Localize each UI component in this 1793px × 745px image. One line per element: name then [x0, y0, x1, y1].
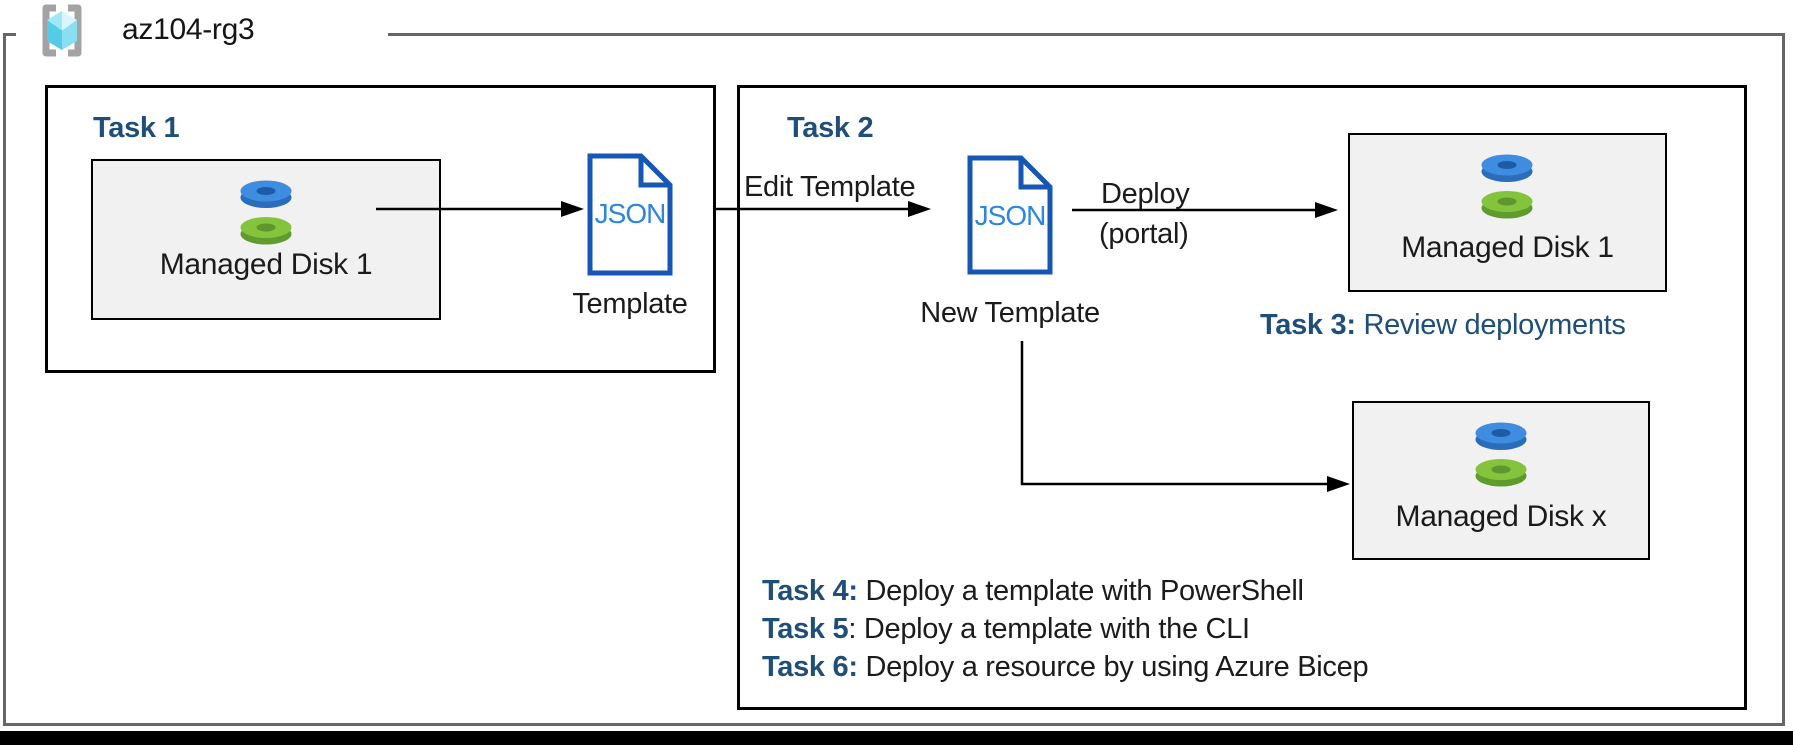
json-doc-label: JSON [594, 198, 667, 229]
task5-line: Task 5: Deploy a template with the CLI [762, 610, 1368, 648]
edit-template-label: Edit Template [744, 171, 916, 203]
json-document-icon: JSON [586, 152, 674, 277]
json-document-icon: JSON [966, 154, 1054, 276]
task-list: Task 4: Deploy a template with PowerShel… [762, 572, 1369, 686]
task5-text: : Deploy a template with the CLI [848, 613, 1250, 645]
managed-disk-icon [1481, 154, 1533, 219]
task4-text: Deploy a template with PowerShell [857, 575, 1304, 607]
managed-disk-icon [1475, 422, 1527, 487]
managed-disk-1-label: Managed Disk 1 [1401, 231, 1614, 264]
deploy-label: Deploy [1101, 178, 1190, 210]
task3-text: Review deployments [1355, 309, 1626, 341]
managed-disk-icon [240, 180, 292, 245]
json-doc-label: JSON [974, 200, 1047, 231]
task4-line: Task 4: Deploy a template with PowerShel… [762, 572, 1368, 610]
template-caption: Template [572, 288, 688, 320]
task2-title: Task 2 [787, 112, 874, 144]
new-template-caption: New Template [920, 297, 1100, 329]
task6-text: Deploy a resource by using Azure Bicep [857, 651, 1369, 683]
frame-label-gap [16, 28, 388, 42]
azure-resource-group-icon [42, 4, 82, 57]
task6-title: Task 6: [762, 651, 858, 683]
resource-group-name: az104-rg3 [122, 13, 255, 46]
task1-title: Task 1 [93, 112, 180, 144]
deploy-portal-label: (portal) [1099, 218, 1189, 250]
bottom-bar [0, 731, 1793, 745]
task3-title: Task 3: [1260, 309, 1356, 341]
task4-title: Task 4: [762, 575, 858, 607]
task6-line: Task 6: Deploy a resource by using Azure… [762, 648, 1369, 686]
task3-line: Task 3: Review deployments [1260, 309, 1626, 342]
resource-group-frame [3, 33, 1785, 726]
managed-disk-1-label: Managed Disk 1 [159, 248, 373, 281]
task5-title: Task 5 [762, 613, 849, 645]
managed-disk-x-label: Managed Disk x [1395, 500, 1607, 533]
